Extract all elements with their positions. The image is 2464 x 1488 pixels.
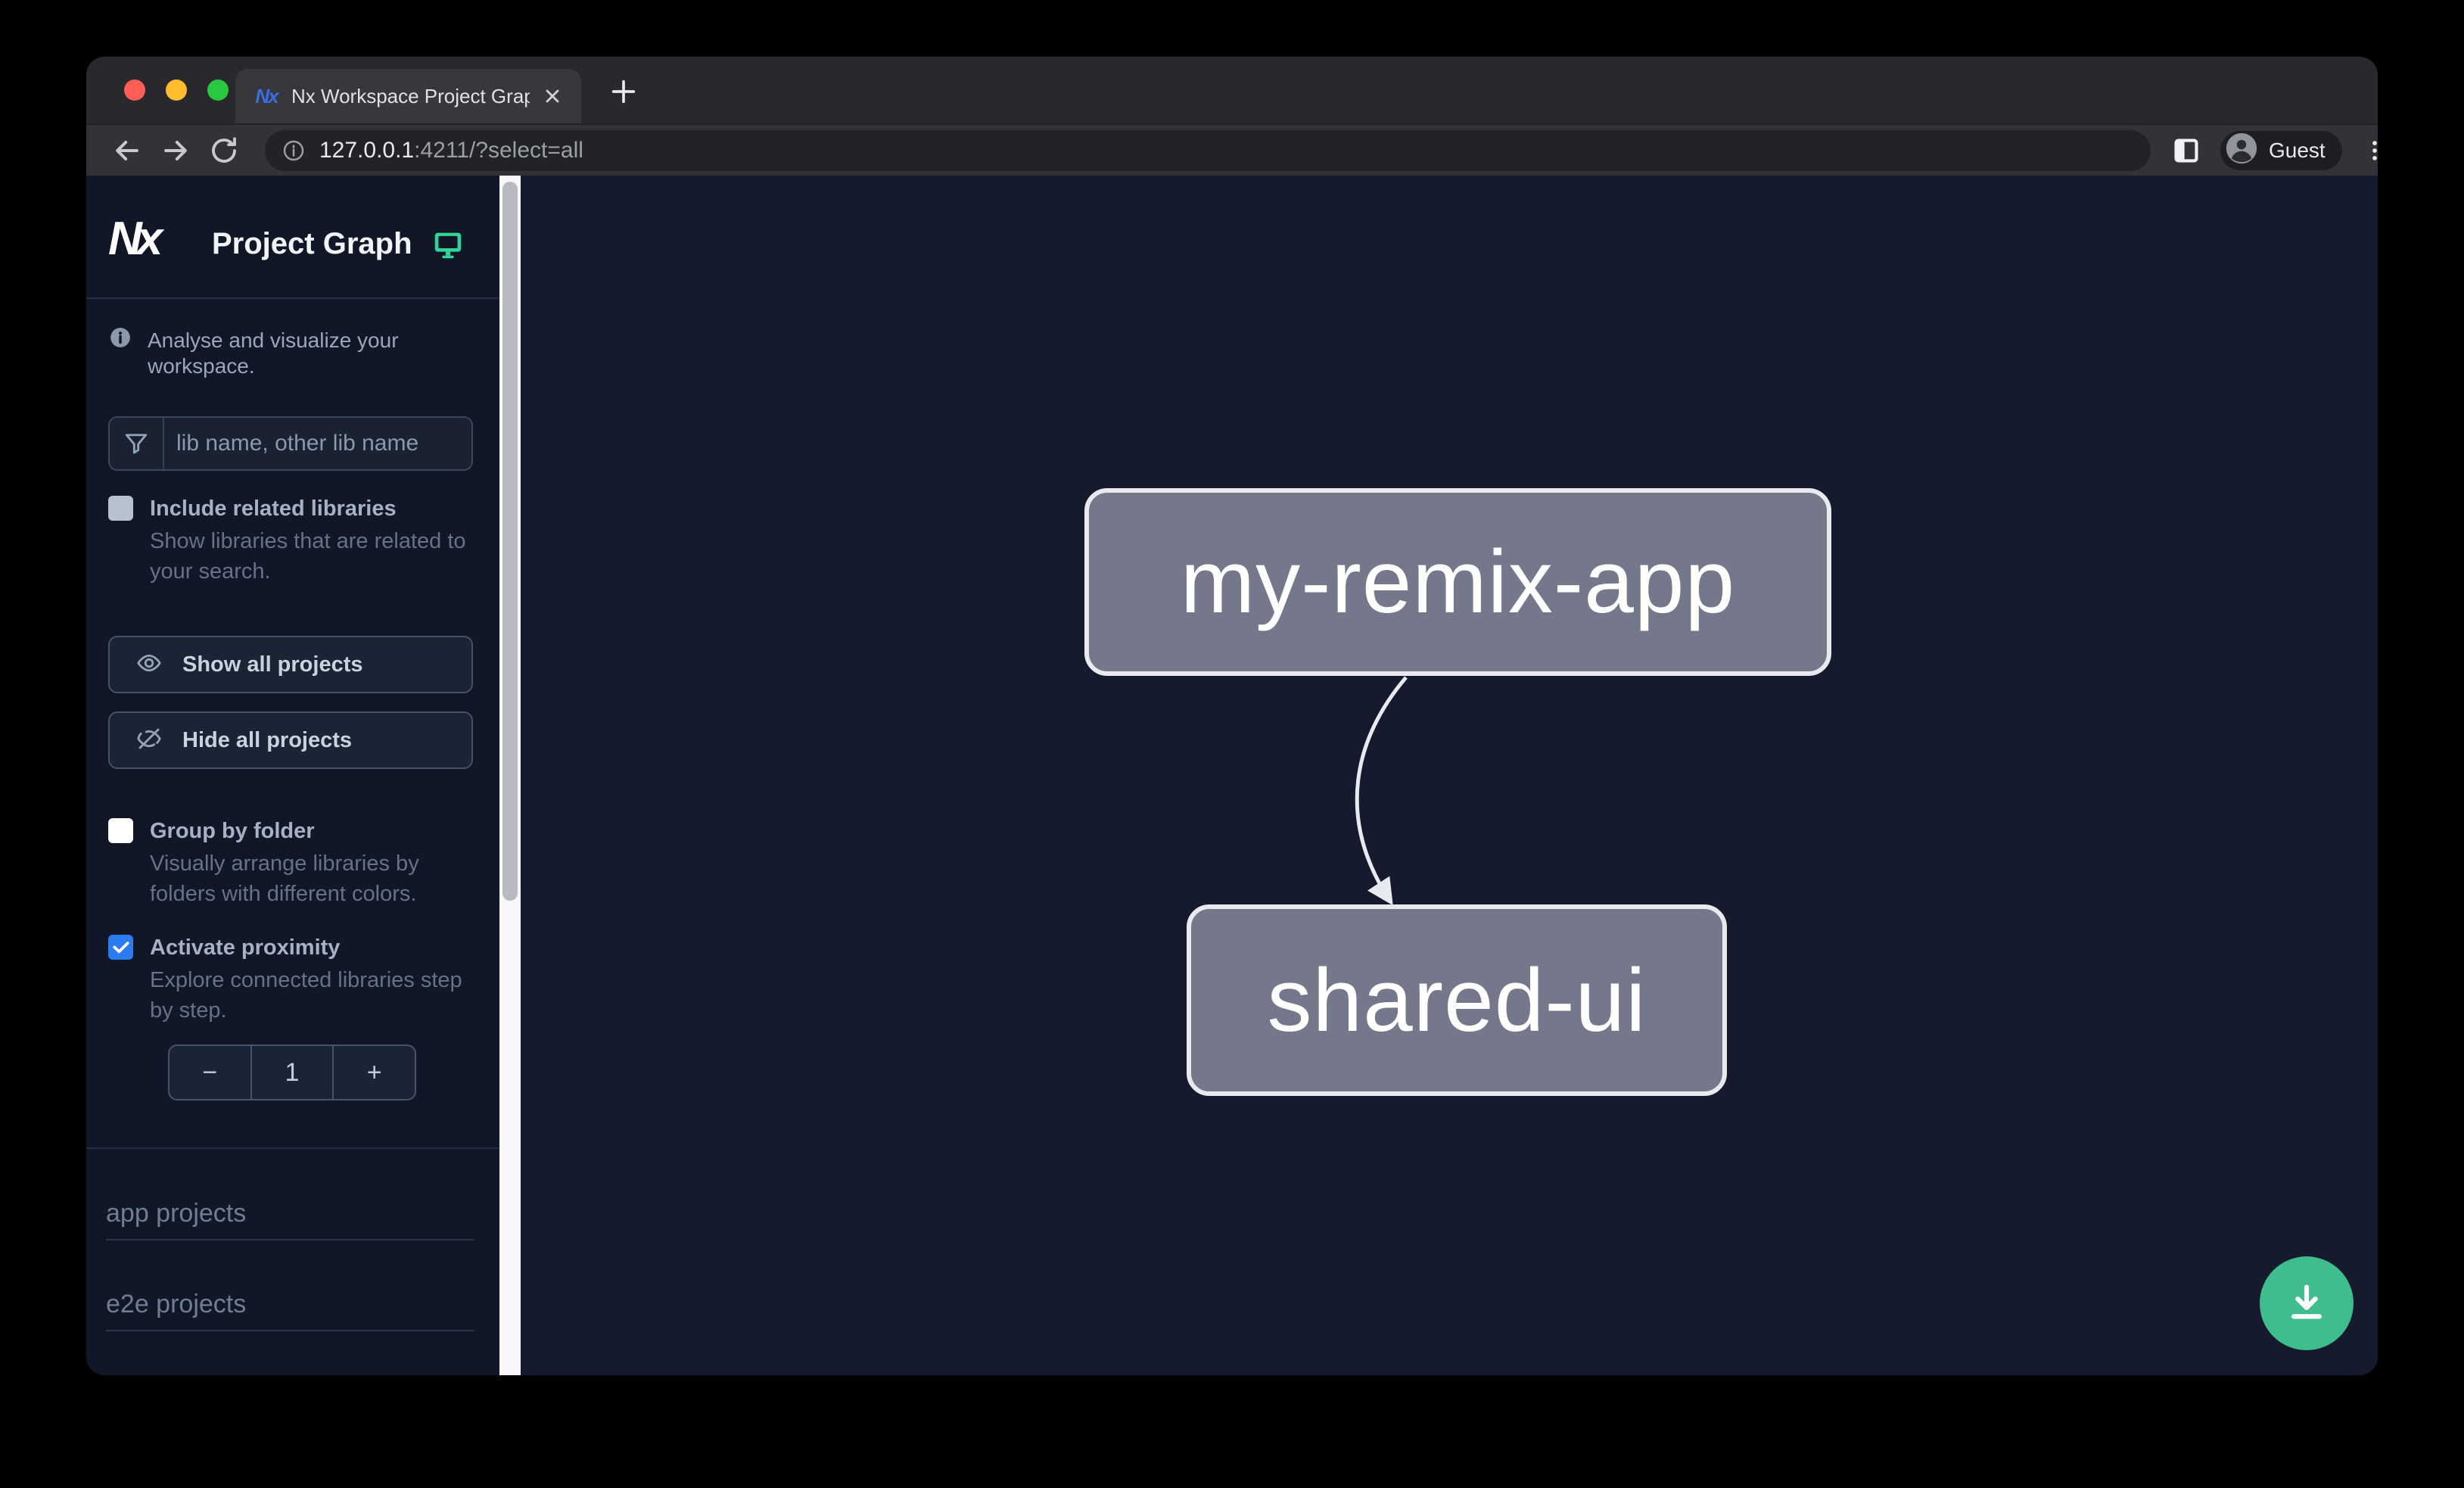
sidebar: Nx Project Graph Analyse and visualize y… [86, 176, 499, 1375]
option-activate-proximity[interactable]: Activate proximity Explore connected lib… [108, 932, 476, 1026]
node-label: shared-ui [1267, 950, 1647, 1051]
option-description: Visually arrange libraries by folders wi… [150, 851, 419, 906]
close-window-button[interactable] [124, 79, 145, 101]
include-related-checkbox[interactable] [108, 496, 133, 521]
tagline-text: Analyse and visualize your workspace. [148, 328, 399, 378]
section-e2e-projects: e2e projects [106, 1290, 474, 1331]
eye-slash-icon [135, 725, 163, 756]
theme-monitor-icon[interactable] [431, 227, 465, 262]
filter-box [108, 416, 481, 471]
section-app-projects: app projects [106, 1199, 474, 1241]
option-label: Activate proximity [150, 935, 341, 960]
nx-favicon-icon: Nx [255, 84, 278, 107]
back-icon[interactable] [103, 130, 151, 171]
button-label: Show all projects [182, 652, 363, 677]
sidebar-header: Nx Project Graph [86, 176, 499, 299]
toolbar-right: Guest [2172, 130, 2378, 170]
group-by-folder-checkbox[interactable] [108, 818, 133, 843]
graph-canvas[interactable]: my-remix-app shared-ui [521, 176, 2378, 1375]
decrement-button[interactable]: − [202, 1057, 218, 1087]
traffic-lights [124, 79, 229, 101]
download-graph-button[interactable] [2260, 1256, 2354, 1350]
minimize-window-button[interactable] [166, 79, 187, 101]
option-group-by-folder[interactable]: Group by folder Visually arrange librari… [108, 816, 476, 909]
nx-logo: Nx [108, 213, 163, 265]
sidebar-scrollbar-track [499, 176, 521, 1375]
edge-my-remix-app-to-shared-ui [1355, 676, 1408, 906]
option-include-related-libraries[interactable]: Include related libraries Show libraries… [108, 493, 476, 587]
site-info-icon[interactable] [282, 139, 306, 163]
funnel-filter-icon [110, 418, 164, 469]
browser-toolbar: 127.0.0.1:4211/?select=all Guest [86, 123, 2378, 176]
filter-input[interactable] [164, 431, 481, 456]
url-text: 127.0.0.1:4211/?select=all [319, 138, 583, 163]
graph-node-my-remix-app[interactable]: my-remix-app [1084, 488, 1831, 676]
tab-strip: Nx Nx Workspace Project Graph [86, 57, 2378, 123]
page-content: Nx Project Graph Analyse and visualize y… [86, 176, 2378, 1375]
browser-tab[interactable]: Nx Nx Workspace Project Graph [235, 69, 581, 123]
option-label: Include related libraries [150, 497, 397, 521]
profile-button[interactable]: Guest [2220, 130, 2342, 170]
activate-proximity-checkbox[interactable] [108, 935, 133, 960]
zoom-window-button[interactable] [207, 79, 229, 101]
eye-icon [135, 649, 163, 680]
side-panel-icon[interactable] [2172, 136, 2201, 165]
address-bar[interactable]: 127.0.0.1:4211/?select=all [265, 129, 2151, 171]
proximity-stepper: − 1 + [168, 1044, 416, 1100]
tab-close-icon[interactable] [542, 86, 563, 107]
sidebar-divider [86, 1147, 499, 1149]
option-description: Explore connected libraries step by step… [150, 968, 462, 1023]
profile-label: Guest [2269, 138, 2326, 162]
info-icon [110, 327, 131, 352]
url-path: :4211/?select=all [414, 137, 583, 163]
url-host: 127.0.0.1 [319, 137, 415, 163]
proximity-value: 1 [250, 1046, 333, 1099]
forward-icon[interactable] [151, 130, 200, 171]
page-title: Project Graph [212, 227, 412, 260]
avatar [2225, 132, 2258, 169]
option-label: Group by folder [150, 819, 315, 843]
tagline-row: Analyse and visualize your workspace. [110, 327, 481, 379]
graph-node-shared-ui[interactable]: shared-ui [1187, 904, 1727, 1096]
download-icon [2283, 1278, 2330, 1329]
button-label: Hide all projects [182, 727, 353, 752]
increment-button[interactable]: + [332, 1046, 415, 1099]
reload-icon[interactable] [200, 130, 248, 171]
sidebar-scrollbar-thumb[interactable] [502, 182, 518, 901]
browser-window: Nx Nx Workspace Project Graph 127.0.0.1:… [86, 57, 2378, 1375]
show-all-projects-button[interactable]: Show all projects [108, 636, 473, 693]
tab-title: Nx Workspace Project Graph [291, 84, 530, 107]
option-description: Show libraries that are related to your … [150, 529, 466, 584]
hide-all-projects-button[interactable]: Hide all projects [108, 711, 473, 769]
browser-menu-icon[interactable] [2362, 138, 2378, 163]
node-label: my-remix-app [1180, 532, 1736, 632]
new-tab-button[interactable] [607, 75, 640, 108]
